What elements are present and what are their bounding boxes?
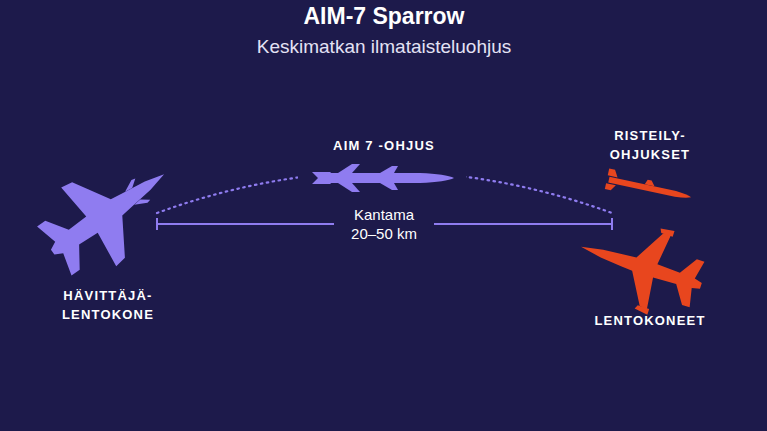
fighter-jet	[25, 135, 191, 292]
range-label: Kantama 20–50 km	[334, 205, 434, 243]
fighter-label: HÄVITTÄJÄ- LENTOKONE	[49, 286, 167, 324]
missile-label: AIM 7 -OHJUS	[304, 136, 464, 155]
arc-gap	[298, 155, 466, 191]
aim7-missile	[312, 164, 454, 192]
aircraft-label: LENTOKONEET	[575, 311, 725, 330]
enemy-aircraft	[567, 205, 714, 328]
subtitle: Keskimatkan ilmataisteluohjus	[257, 36, 512, 58]
title: AIM-7 Sparrow	[303, 3, 464, 30]
cruise-missile	[605, 169, 693, 207]
cruise-missile-label: RISTEILY- OHJUKSET	[598, 126, 703, 164]
